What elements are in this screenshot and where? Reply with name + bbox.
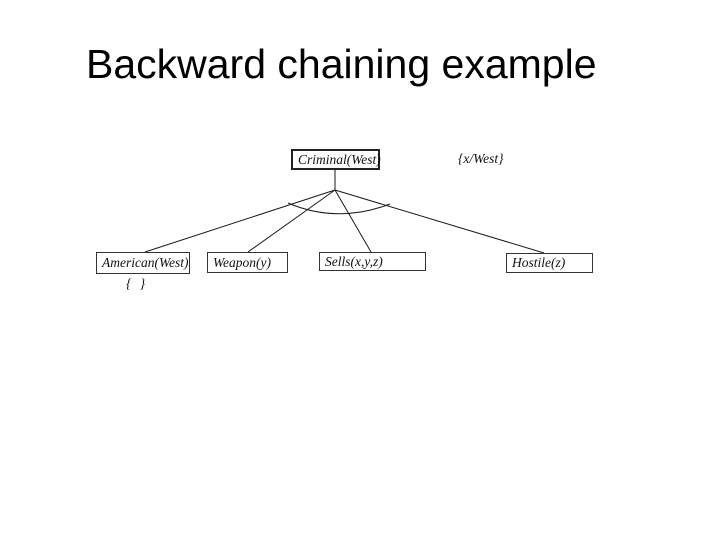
edge-to-sells <box>334 189 372 253</box>
node-hostile-z-label: Hostile(z) <box>512 255 566 270</box>
node-sells-xyz: Sells(x,y,z) <box>319 252 426 271</box>
node-american-west: American(West) <box>96 252 190 274</box>
slide-title: Backward chaining example <box>86 41 597 87</box>
node-sells-xyz-label: Sells(x,y,z) <box>325 253 383 269</box>
node-weapon-y-label: Weapon(y) <box>213 254 271 270</box>
node-american-west-label: American(West) <box>102 255 189 270</box>
substitution-label-root: {x/West} <box>458 151 504 166</box>
node-criminal-west-label: Criminal(West) <box>298 151 381 167</box>
node-weapon-y: Weapon(y) <box>207 252 288 273</box>
node-hostile-z: Hostile(z) <box>506 253 593 273</box>
edge-to-hostile <box>334 189 545 254</box>
edge-to-weapon <box>247 189 336 253</box>
and-arc-icon <box>287 202 391 215</box>
substitution-label-american: { } <box>126 276 146 291</box>
node-criminal-west: Criminal(West) <box>291 149 381 170</box>
edge-to-american <box>144 189 336 253</box>
